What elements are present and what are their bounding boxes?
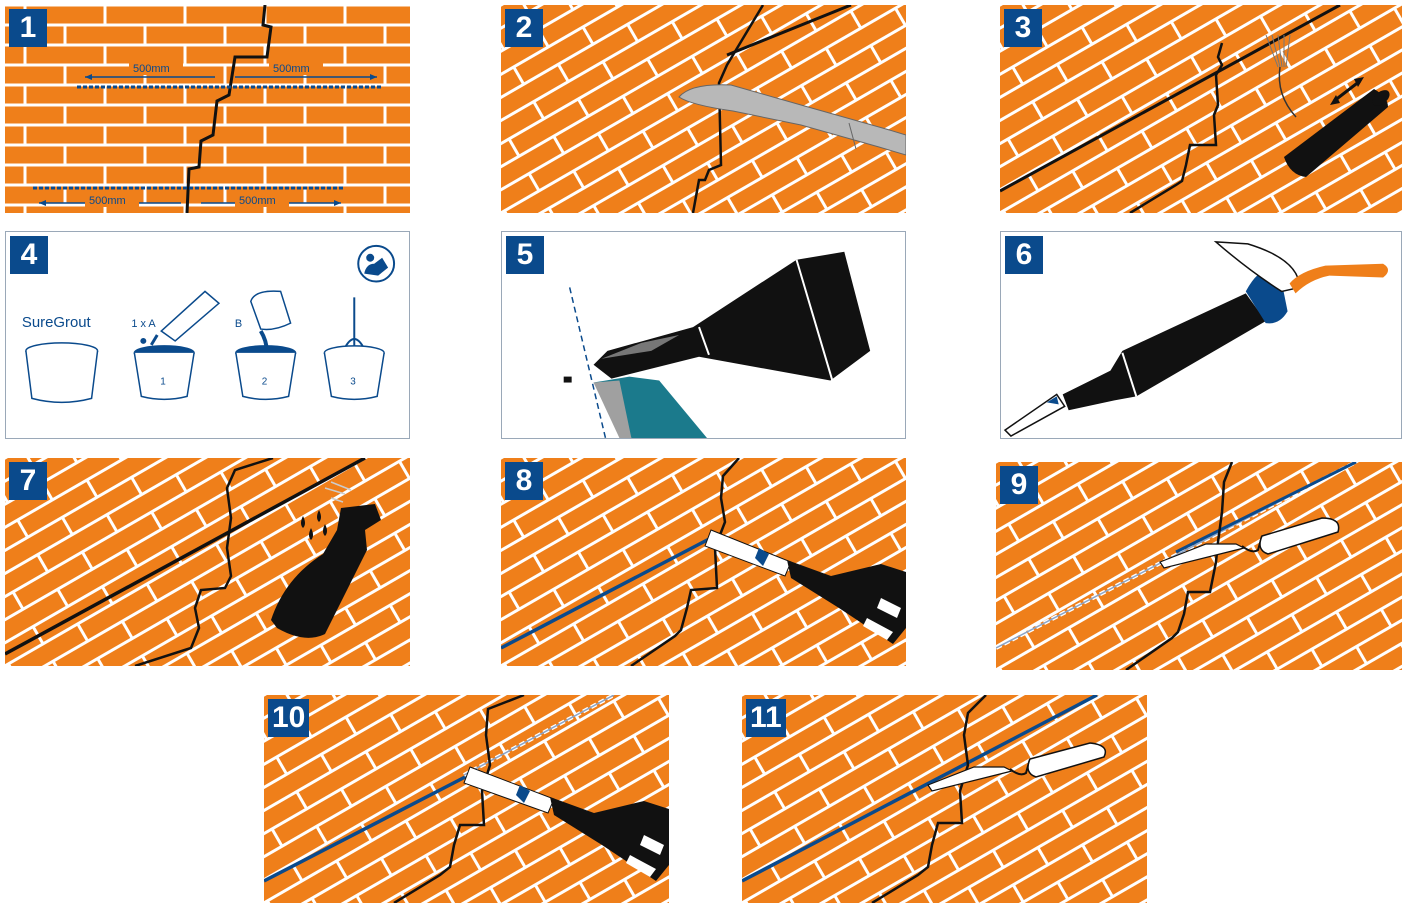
step-9-illustration (996, 462, 1402, 670)
read-instructions-icon (358, 246, 394, 282)
step-2-illustration (501, 5, 906, 213)
step-4-panel: SureGrout 1 x A 1 B 2 (5, 231, 410, 439)
step-number-badge: 11 (746, 699, 786, 737)
part-b-label: B (235, 318, 242, 330)
step-5-illustration (502, 232, 905, 438)
step-1-dimension-bottom-right: 500mm (239, 195, 276, 207)
step-11-panel: 11 (742, 695, 1147, 903)
bucket-3: 3 (324, 346, 384, 399)
bucket-2: 2 (236, 346, 296, 399)
step-10-illustration (264, 695, 669, 903)
part-a-label: 1 x A (131, 318, 156, 330)
step-10-panel: 10 (264, 695, 669, 903)
step-number-badge: 6 (1005, 236, 1043, 274)
step-7-panel: 7 (5, 458, 410, 666)
step-1-panel: 500mm 500mm 500mm 500mm 1 (5, 5, 410, 213)
step-3-panel: 3 (1000, 5, 1402, 213)
step-2-panel: 2 (501, 5, 906, 213)
bucket-2-number: 2 (262, 377, 268, 388)
step-1-illustration: 500mm 500mm 500mm 500mm (5, 5, 410, 213)
step-8-panel: 8 (501, 458, 906, 666)
step-11-illustration (742, 695, 1147, 903)
step-number-badge: 8 (505, 462, 543, 500)
bucket-1: 1 (134, 346, 194, 399)
step-1-dimension-bottom-left: 500mm (89, 195, 126, 207)
step-number-badge: 7 (9, 462, 47, 500)
step-number-badge: 1 (9, 9, 47, 47)
step-3-illustration (1000, 5, 1402, 213)
step-6-illustration (1001, 232, 1401, 438)
step-number-badge: 5 (506, 236, 544, 274)
step-number-badge: 10 (268, 699, 309, 737)
step-7-illustration (5, 458, 410, 666)
step-9-panel: 9 (996, 462, 1402, 670)
step-number-badge: 4 (10, 236, 48, 274)
bucket-3-number: 3 (350, 377, 356, 388)
step-5-panel: 5 (501, 231, 906, 439)
product-name: SureGrout (22, 315, 92, 331)
step-1-dimension-top-left: 500mm (133, 63, 170, 75)
step-number-badge: 3 (1004, 9, 1042, 47)
bucket-empty (26, 343, 98, 402)
step-1-dimension-top-right: 500mm (273, 63, 310, 75)
step-number-badge: 9 (1000, 466, 1038, 504)
step-4-illustration: SureGrout 1 x A 1 B 2 (6, 232, 409, 438)
bucket-1-number: 1 (160, 377, 166, 388)
bucket-pour-icon (251, 291, 291, 351)
step-8-illustration (501, 458, 906, 666)
step-number-badge: 2 (505, 9, 543, 47)
step-6-panel: 6 (1000, 231, 1402, 439)
